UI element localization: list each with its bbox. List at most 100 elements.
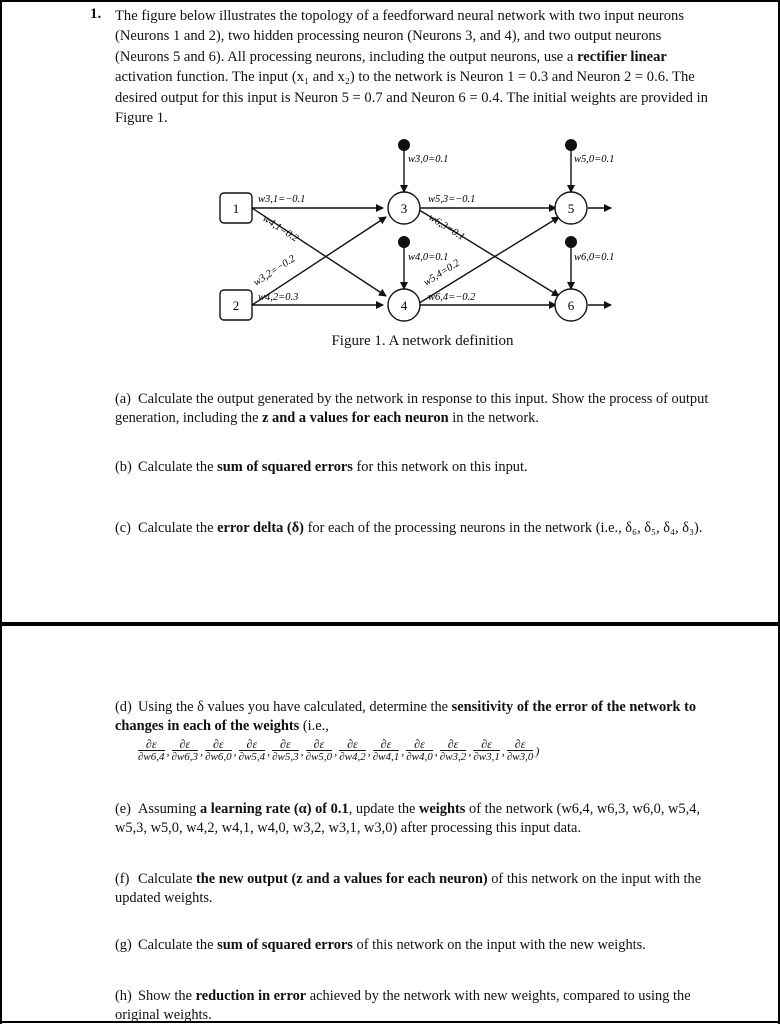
partial-derivative: ∂ε∂w6,0 (205, 738, 232, 764)
node-5-label: 5 (568, 201, 575, 216)
part-e-label: (e) (115, 801, 131, 817)
weight-w30: w3,0=0.1 (408, 154, 448, 165)
question-intro: The figure below illustrates the topolog… (115, 6, 715, 128)
part-f-text: Calculate (138, 871, 196, 887)
part-a-bold: z and a values for each neuron (262, 410, 449, 426)
part-d-label: (d) (115, 699, 132, 715)
node-4 (387, 288, 421, 322)
part-h-text: Show the (138, 988, 196, 1004)
part-e: (e)Assuming a learning rate (α) of 0.1, … (115, 800, 727, 838)
intro-text-1: The figure below illustrates the topolog… (115, 8, 684, 65)
partial-denominator: ∂w5,3 (272, 751, 299, 763)
node-4-label: 4 (401, 298, 408, 313)
part-b-text-2: for this network on this input. (352, 459, 528, 475)
node-6-label: 6 (568, 298, 575, 313)
separator: , (434, 743, 438, 758)
partial-derivative: ∂ε∂w4,1 (372, 738, 400, 764)
separator: , (267, 743, 271, 758)
partial-derivative: ∂ε∂w3,0 (506, 738, 534, 764)
partial-denominator: ∂w3,1 (473, 751, 500, 763)
part-g: (g)Calculate the sum of squared errors o… (115, 936, 727, 955)
part-d-bold: sensitivity of the error of the network … (115, 699, 697, 734)
part-f-label: (f) (115, 871, 130, 887)
separator: , (334, 743, 338, 758)
weight-w50: w5,0=0.1 (574, 154, 614, 165)
separator: , (233, 743, 237, 758)
partial-denominator: ∂w3,0 (506, 751, 534, 763)
bottom-border (0, 1021, 780, 1023)
part-h: (h)Show the reduction in error achieved … (115, 987, 727, 1025)
part-b-text: Calculate the (138, 459, 218, 475)
weight-w41: w4,1=0.2 (260, 213, 300, 245)
partial-derivative: ∂ε∂w4,2 (339, 738, 366, 764)
separator: , (401, 743, 405, 758)
node-6 (554, 288, 588, 322)
figure-caption: Figure 1. A network definition (331, 333, 514, 349)
partial-derivative: ∂ε∂w3,2 (439, 738, 467, 764)
partial-denominator: ∂w5,0 (305, 751, 333, 763)
partial-numerator: ∂ε (305, 738, 333, 751)
weight-w42: w4,2=0.3 (258, 292, 298, 303)
part-d: (d) Using the δ values you have calculate… (115, 698, 727, 736)
partial-numerator: ∂ε (372, 738, 400, 751)
node-2 (219, 289, 253, 321)
separator: , (468, 743, 472, 758)
part-d-text: Using the δ values you have calculated, … (138, 699, 452, 715)
partial-numerator: ∂ε (506, 738, 534, 751)
partial-numerator: ∂ε (171, 738, 199, 751)
intro-text-2: activation function. The input (x₁ and x… (115, 69, 708, 127)
part-h-bold: reduction in error (195, 988, 307, 1004)
part-a-text-2: in the network. (448, 410, 539, 426)
partial-derivative: ∂ε∂w3,1 (473, 738, 500, 764)
weight-w60: w6,0=0.1 (574, 252, 614, 263)
part-a-label: (a) (115, 391, 131, 407)
part-e-text: Assuming (138, 801, 200, 817)
partial-derivative: ∂ε∂w5,4 (238, 738, 266, 764)
part-h-text-2: achieved by the network with new weights… (115, 988, 691, 1023)
partial-derivative: ∂ε∂w4,0 (406, 738, 433, 764)
partial-numerator: ∂ε (238, 738, 266, 751)
weight-w31: w3,1=−0.1 (258, 194, 305, 205)
network-diagram: 1 2 3 4 5 6 w3,0=0.1 w5,0=0.1 w4,0=0.1 w… (219, 139, 614, 322)
node-2-label: 2 (233, 298, 240, 313)
part-e-text-mid: , update the (348, 801, 420, 817)
part-c-bold: error delta (δ) (217, 520, 304, 536)
separator: ) (535, 743, 540, 758)
separator: , (166, 743, 170, 758)
top-border (0, 0, 780, 2)
part-f-bold: the new output (z and a values for each … (195, 871, 488, 887)
partial-numerator: ∂ε (439, 738, 467, 751)
partial-derivative: ∂ε∂w5,3 (272, 738, 299, 764)
part-e-bold-2: weights (419, 801, 466, 817)
partial-denominator: ∂w4,0 (406, 751, 433, 763)
question-number: 1. (90, 6, 102, 22)
separator: , (501, 743, 505, 758)
part-a: (a)Calculate the output generated by the… (115, 390, 727, 428)
part-c-text: Calculate the (138, 520, 218, 536)
partial-denominator: ∂w4,2 (339, 751, 366, 763)
part-f: (f) Calculate the new output (z and a val… (115, 870, 727, 908)
part-b: (b)Calculate the sum of squared errors f… (115, 458, 727, 477)
edge-1-4 (251, 207, 387, 297)
partial-denominator: ∂w6,0 (205, 751, 232, 763)
partial-numerator: ∂ε (138, 738, 165, 751)
intro-bold: rectifier linear (577, 48, 667, 65)
partial-numerator: ∂ε (406, 738, 433, 751)
part-c-text-2: for each of the processing neurons in th… (303, 520, 703, 536)
partial-numerator: ∂ε (205, 738, 232, 751)
partial-numerator: ∂ε (473, 738, 500, 751)
right-border (778, 0, 780, 1024)
node-3-label: 3 (401, 201, 408, 216)
edge-2-3 (251, 216, 387, 306)
node-1-label: 1 (233, 201, 240, 216)
weight-w53: w5,3=−0.1 (428, 194, 475, 205)
part-g-text-2: of this network on the input with the ne… (352, 937, 646, 953)
partial-numerator: ∂ε (272, 738, 299, 751)
page-separator (0, 622, 780, 626)
partial-denominator: ∂w5,4 (238, 751, 266, 763)
node-1 (219, 192, 253, 224)
edge-3-6 (415, 207, 560, 297)
partial-derivative: ∂ε∂w6,3 (171, 738, 199, 764)
edge-4-5 (415, 216, 560, 306)
left-border (0, 0, 2, 1024)
